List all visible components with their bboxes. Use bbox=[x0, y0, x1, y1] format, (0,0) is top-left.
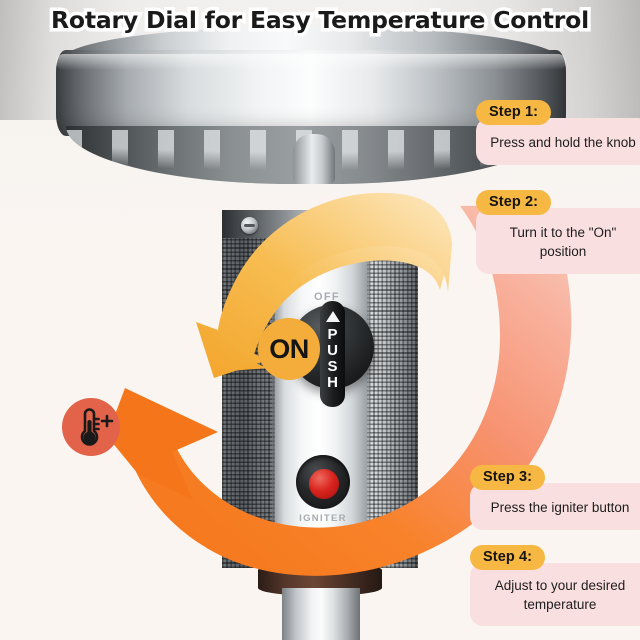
step-2-badge: Step 2: bbox=[476, 190, 552, 215]
page-title-text: Rotary Dial for Easy Temperature Control bbox=[48, 3, 593, 38]
heater-column bbox=[222, 210, 418, 596]
igniter-button[interactable] bbox=[309, 469, 339, 499]
heater-dome bbox=[56, 26, 566, 216]
step-callout-4: Step 4: Adjust to your desired temperatu… bbox=[470, 545, 640, 626]
step-callout-2: Step 2: Turn it to the "On" position bbox=[476, 190, 640, 274]
igniter-label: IGNITER bbox=[299, 513, 347, 524]
page-title: Rotary Dial for Easy Temperature Control bbox=[0, 3, 640, 38]
igniter-housing[interactable] bbox=[296, 455, 350, 509]
collar-screw-right bbox=[382, 217, 399, 234]
on-position-badge: ON bbox=[258, 318, 320, 380]
collar-screw-left bbox=[241, 217, 258, 234]
step-2-text: Turn it to the "On" position bbox=[476, 208, 640, 274]
step-callout-3: Step 3: Press the igniter button bbox=[470, 465, 640, 530]
step-3-text: Press the igniter button bbox=[470, 483, 640, 530]
step-3-badge: Step 3: bbox=[470, 465, 546, 490]
triangle-pointer-icon bbox=[325, 311, 340, 322]
heater-pole bbox=[282, 588, 360, 640]
knob-letter-p: P bbox=[327, 326, 338, 343]
step-4-badge: Step 4: bbox=[470, 545, 546, 570]
step-1-badge: Step 1: bbox=[476, 100, 552, 125]
step-1-text: Press and hold the knob bbox=[476, 118, 640, 165]
knob-grip: P U S H bbox=[320, 301, 345, 407]
step-4-text: Adjust to your desired temperature bbox=[470, 563, 640, 626]
knob-push-label: P U S H bbox=[327, 327, 338, 391]
step-callout-1: Step 1: Press and hold the knob bbox=[476, 100, 640, 165]
knob-letter-h: H bbox=[327, 374, 338, 391]
dome-center-nub bbox=[293, 134, 335, 184]
thermometer-plus-icon bbox=[62, 398, 120, 456]
column-collar bbox=[222, 210, 418, 240]
knob-letter-s: S bbox=[327, 358, 338, 375]
knob-letter-u: U bbox=[327, 342, 338, 359]
